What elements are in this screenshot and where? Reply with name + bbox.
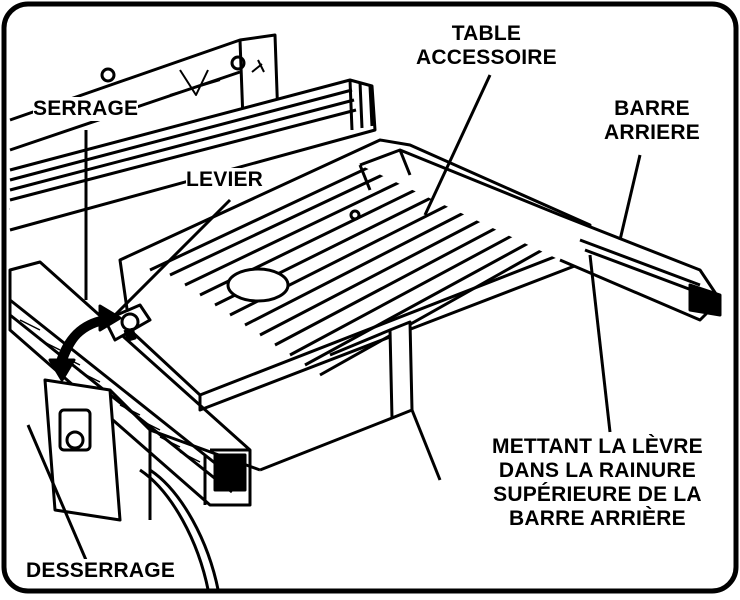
lock-lever xyxy=(103,303,152,342)
label-barre-arriere: BARRE ARRIERE xyxy=(604,97,700,145)
rear-rail xyxy=(358,148,722,322)
label-mettant-levre: METTANT LA LÈVRE DANS LA RAINURE SUPÉRIE… xyxy=(492,435,703,531)
leader-levier xyxy=(110,198,232,320)
leader-barre xyxy=(618,154,642,241)
power-cord xyxy=(139,468,212,591)
leader-table xyxy=(423,74,492,216)
label-desserrage: DESSERRAGE xyxy=(26,559,176,583)
table-leg xyxy=(149,320,442,481)
leader-mettant xyxy=(588,254,612,433)
switch-box xyxy=(43,378,152,522)
leader-desserrage xyxy=(26,424,88,561)
label-table-accessoire: TABLE ACCESSOIRE xyxy=(416,22,557,70)
rip-fence xyxy=(9,78,377,232)
label-levier: LEVIER xyxy=(186,168,264,192)
loosen-arrow xyxy=(58,316,111,367)
label-serrage: SERRAGE xyxy=(33,97,139,121)
